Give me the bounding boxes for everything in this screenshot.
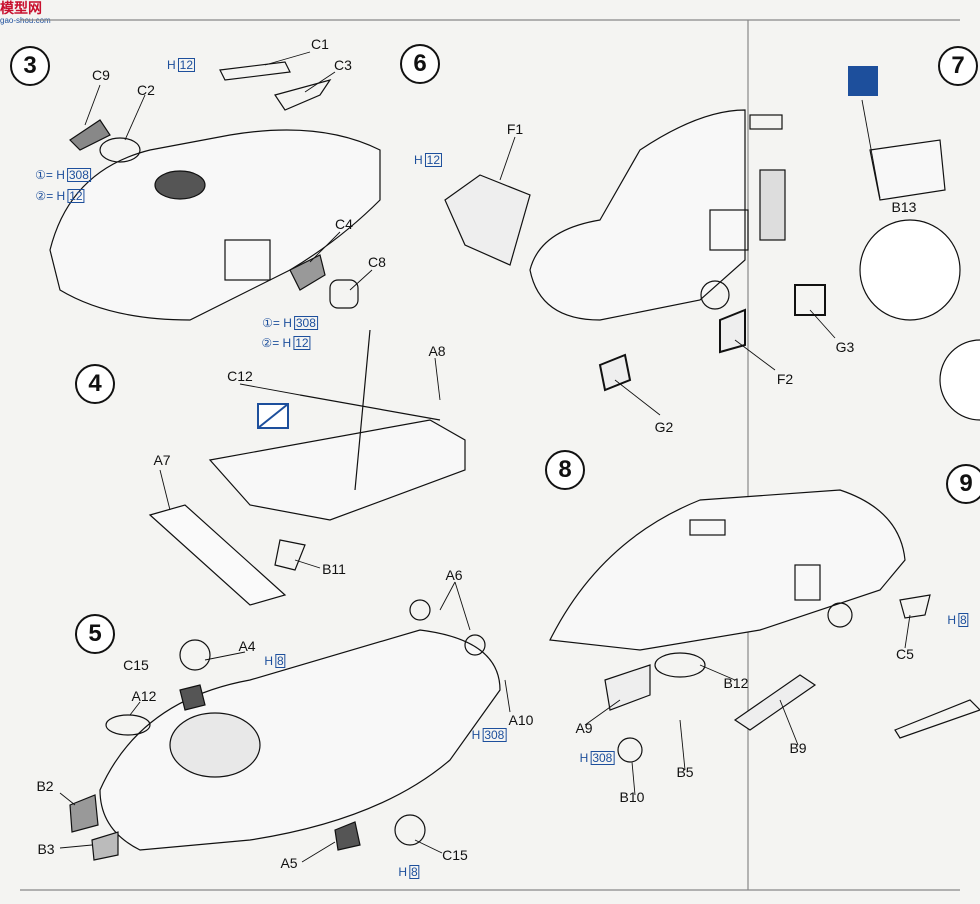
part-label-f2: F2	[776, 371, 794, 387]
part-label-c5: C5	[896, 646, 914, 662]
part-label-b2: B2	[36, 778, 54, 794]
part-label-a4: A4	[238, 638, 256, 654]
part-label-b9: B9	[789, 740, 807, 756]
part-label-c1: C1	[311, 36, 329, 52]
part-label-a9: A9	[575, 720, 593, 736]
part-label-c2: C2	[137, 82, 155, 98]
step-number-3: 3	[10, 46, 50, 86]
part-label-a6: A6	[445, 567, 463, 583]
step3-fuselage-drawing	[49, 61, 381, 321]
part-label-c15-lower: C15	[442, 847, 468, 863]
step4-tail-drawing	[148, 329, 466, 606]
part-label-a8: A8	[428, 343, 446, 359]
part-label-b10: B10	[619, 789, 645, 805]
part-label-a5: A5	[280, 855, 298, 871]
part-label-b13: B13	[891, 199, 917, 215]
part-label-b12: B12	[723, 675, 749, 691]
part-label-g2: G2	[654, 419, 674, 435]
step8-body-drawing	[549, 489, 980, 763]
part-label-c3: C3	[334, 57, 352, 73]
step6-body-drawing	[444, 109, 826, 392]
part-label-c9: C9	[92, 67, 110, 83]
part-label-b11: B11	[322, 561, 346, 577]
part-label-c4: C4	[335, 216, 353, 232]
part-label-a12: A12	[131, 688, 157, 704]
part-label-c8: C8	[368, 254, 386, 270]
part-label-f1: F1	[506, 121, 524, 137]
part-label-a10: A10	[508, 712, 534, 728]
part-label-c15-upper: C15	[123, 657, 149, 673]
part-label-g3: G3	[835, 339, 855, 355]
step5-body-drawing	[69, 599, 501, 861]
step-number-8: 8	[545, 450, 585, 490]
step-number-6: 6	[400, 44, 440, 84]
part-label-a7: A7	[153, 452, 171, 468]
step7-detail-drawing	[848, 66, 980, 421]
step-number-4: 4	[75, 364, 115, 404]
part-label-b5: B5	[676, 764, 694, 780]
part-label-b3: B3	[37, 841, 55, 857]
step-number-5: 5	[75, 614, 115, 654]
step-number-7: 7	[938, 46, 978, 86]
part-label-c12: C12	[227, 368, 253, 384]
step-number-9: 9	[946, 464, 980, 504]
